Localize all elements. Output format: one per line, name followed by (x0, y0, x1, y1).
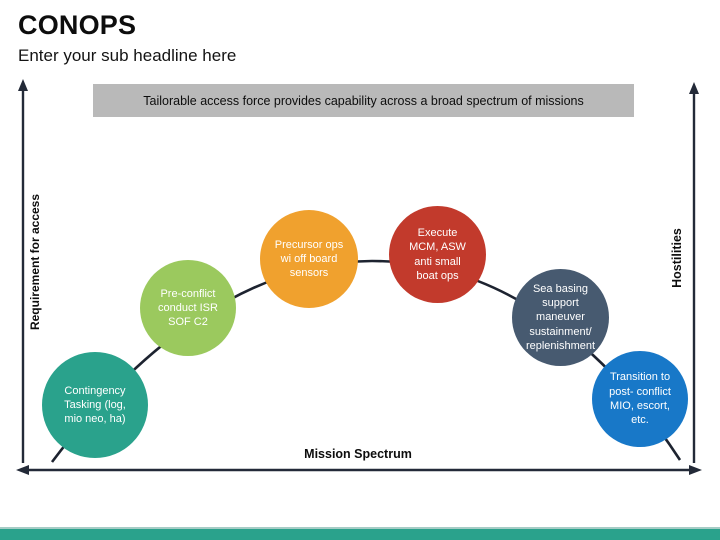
banner: Tailorable access force provides capabil… (93, 84, 634, 117)
left-axis-label: Requirement for access (28, 193, 42, 331)
bottom-axis-arrow (16, 465, 702, 475)
node-sea-basing-support: Sea basing support maneuver sustainment/… (512, 269, 609, 366)
sub-headline: Enter your sub headline here (18, 46, 237, 65)
node-contingency-tasking: Contingency Tasking (log, mio neo, ha) (42, 352, 148, 458)
node-precursor-ops: Precursor ops wi off board sensors (260, 210, 358, 308)
bottom-axis-label: Mission Spectrum (304, 447, 412, 461)
banner-text: Tailorable access force provides capabil… (143, 93, 584, 108)
footer-bar (0, 529, 720, 540)
mission-arc (50, 259, 682, 463)
left-axis-arrow (18, 79, 28, 463)
node-execute-mcm-asw: Execute MCM, ASW anti small boat ops (389, 206, 486, 303)
page-title: CONOPS (18, 10, 137, 40)
footer-accent-line (0, 527, 720, 529)
right-axis-arrow (689, 82, 699, 463)
right-axis-label: Hostilities (670, 228, 684, 288)
node-pre-conflict-isr: Pre-conflict conduct ISR SOF C2 (140, 260, 236, 356)
node-transition-post-conflict: Transition to post- conflict MIO, escort… (592, 351, 688, 447)
